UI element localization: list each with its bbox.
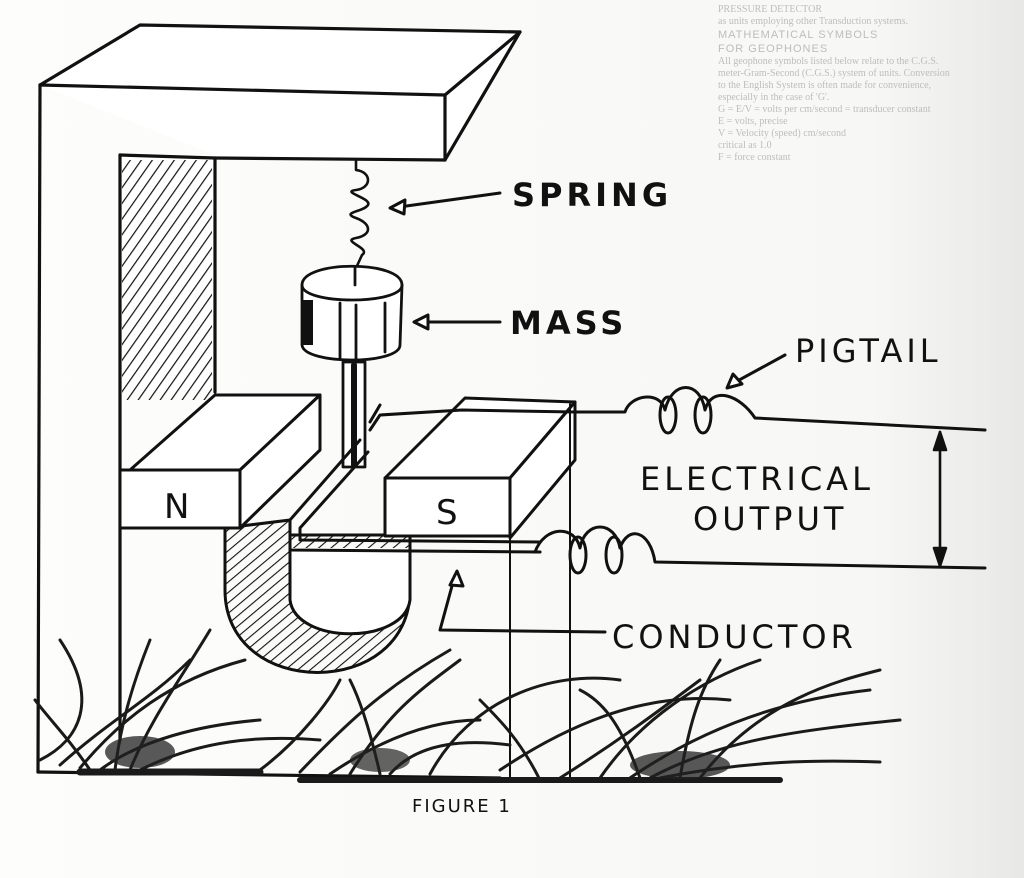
show-through-text: PRESSURE DETECTOR as units employing oth… [718, 4, 1018, 164]
show-through-line: as units employing other Transduction sy… [718, 16, 908, 27]
label-mass: MASS [510, 304, 627, 342]
pigtail-coil-bottom [533, 525, 987, 575]
spring [349, 158, 370, 270]
show-through-line: PRESSURE DETECTOR [718, 4, 822, 15]
show-through-line: All geophone symbols listed below relate… [718, 56, 939, 67]
show-through-line: meter-Gram-Second (C.G.S.) system of uni… [718, 68, 950, 79]
output-dimension-arrow [932, 430, 948, 568]
conductor-wire [288, 403, 577, 779]
label-electrical-output-2: OUTPUT [693, 500, 847, 538]
label-electrical-output-1: ELECTRICAL [640, 460, 874, 498]
pigtail-coil-top [573, 386, 987, 435]
show-through-line: to the English System is often made for … [718, 80, 932, 91]
south-pole-label: S [436, 493, 458, 533]
show-through-heading-2: FOR GEOPHONES [718, 43, 829, 55]
show-through-line: critical as 1.0 [718, 140, 772, 151]
label-spring: SPRING [512, 176, 672, 214]
label-pigtail: PIGTAIL [795, 332, 942, 370]
figure-caption: FIGURE 1 [412, 796, 512, 817]
show-through-line: especially in the case of 'G'. [718, 92, 830, 103]
horseshoe-magnet: N S [118, 393, 577, 674]
show-through-line: V = Velocity (speed) cm/second [718, 128, 847, 139]
label-arrows [388, 191, 787, 634]
show-through-line: F = force constant [718, 152, 791, 163]
show-through-heading-1: MATHEMATICAL SYMBOLS [718, 29, 879, 41]
ground-grass [33, 628, 902, 783]
show-through-line: G = E/V = volts per cm/second = transduc… [718, 104, 931, 115]
north-pole-label: N [164, 487, 189, 527]
frame-shadow-hatch [122, 160, 212, 400]
show-through-line: E = volts, precise [718, 116, 788, 127]
label-conductor: CONDUCTOR [612, 618, 857, 656]
